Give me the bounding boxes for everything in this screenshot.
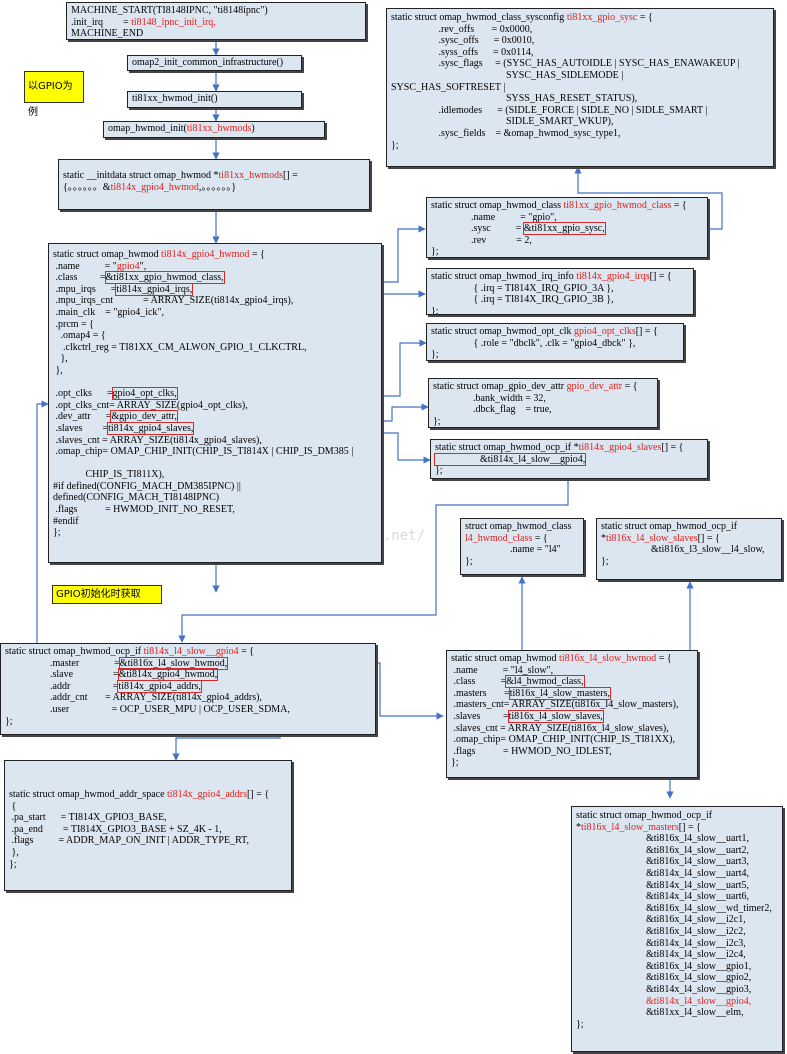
gpio-hwmod-class-box: static struct omap_hwmod_class ti81xx_gp… xyxy=(426,197,708,258)
l4-slow-gpio4-ocp-box: static struct omap_hwmod_ocp_if ti814x_l… xyxy=(0,643,376,735)
master-entry: &ti814x_l4_slow__i2c4, xyxy=(646,949,746,961)
master-entry: &ti816x_l4_slow__uart2, xyxy=(646,844,750,856)
master-entry: &ti814x_l4_slow__gpio3, xyxy=(646,983,752,995)
gpio4-hwmod-box: static struct omap_hwmod ti814x_gpio4_hw… xyxy=(48,243,382,563)
hwmod-init-box: ti81xx_hwmod_init() xyxy=(127,91,302,108)
master-entry: &ti816x_l4_slow__wd_timer2, xyxy=(646,902,772,914)
master-entry: &ti816x_l4_slow__gpio2, xyxy=(646,972,752,984)
l4-slow-slaves-box: static struct omap_hwmod_ocp_if *ti816x_… xyxy=(596,518,782,580)
gpio4-irqs-box: static struct omap_hwmod_irq_info ti814x… xyxy=(426,268,694,315)
master-entry: &ti814x_l4_slow__uart4, xyxy=(646,867,750,879)
omap2-init-box: omap2_init_common_infrastructure() xyxy=(127,55,302,71)
gpio4-opt-clks-box: static struct omap_hwmod_opt_clk gpio4_o… xyxy=(426,323,684,361)
master-entry: &ti814x_l4_slow__uart6, xyxy=(646,891,750,903)
note-gpio-example: 以GPIO为例 xyxy=(24,71,84,118)
arrow-slaves-item-to-ocp xyxy=(178,467,569,643)
machine-start-box: MACHINE_START(TI8148IPNC, "ti8148ipnc") … xyxy=(66,2,366,40)
l4-hwmod-class-box: struct omap_hwmod_class l4_hwmod_class =… xyxy=(460,518,584,575)
omap-hwmod-init-box: omap_hwmod_init(ti81xx_hwmods) xyxy=(103,121,325,138)
master-entry: &ti816x_l4_slow__i2c1, xyxy=(646,914,746,926)
master-entry: &ti816x_l4_slow__i2c2, xyxy=(646,925,746,937)
master-entry: &ti816x_l4_slow__gpio1, xyxy=(646,960,752,972)
master-entry: &ti816x_l4_slow__uart3, xyxy=(646,856,750,868)
note-pointer-shape xyxy=(162,582,192,594)
gpio4-slaves-box: static struct omap_hwmod_ocp_if *ti814x_… xyxy=(430,439,708,479)
hwmods-array-box: static __initdata struct omap_hwmod *ti8… xyxy=(58,159,370,210)
master-entry: &ti814x_l4_slow__gpio4, xyxy=(646,995,752,1007)
master-entry: &ti81xx_l4_slow__elm, xyxy=(646,1007,744,1019)
l4-slow-hwmod-box: static struct omap_hwmod ti816x_l4_slow_… xyxy=(446,650,698,778)
gpio4-addrs-box: static struct omap_hwmod_addr_space ti81… xyxy=(4,760,292,891)
gpio-sysc-box: static struct omap_hwmod_class_sysconfig… xyxy=(386,8,774,167)
master-entry: &ti814x_l4_slow__uart5, xyxy=(646,879,750,891)
note-gpio-init-fetch: GPIO初始化时获取 xyxy=(52,585,162,604)
gpio-dev-attr-box: static struct omap_gpio_dev_attr gpio_de… xyxy=(428,378,658,428)
master-entry: &ti814x_l4_slow__i2c3, xyxy=(646,937,746,949)
master-entry: &ti816x_l4_slow__uart1, xyxy=(646,833,750,845)
l4-slow-masters-box: static struct omap_hwmod_ocp_if *ti816x_… xyxy=(571,806,783,1052)
